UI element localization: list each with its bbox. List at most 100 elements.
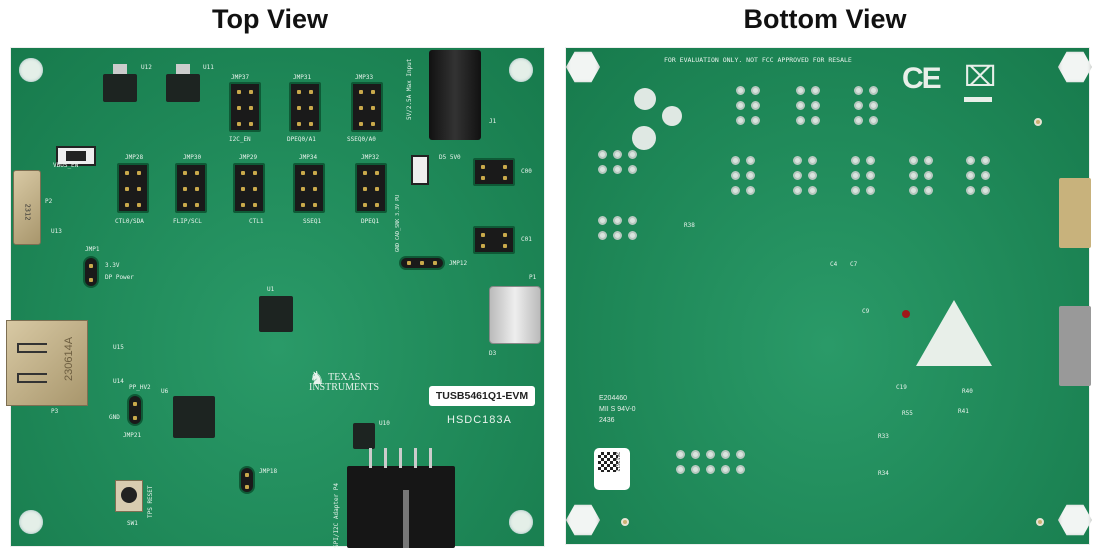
regulator-u11: [166, 74, 200, 102]
through-hole-pad: [736, 450, 745, 459]
through-hole-pad: [793, 186, 802, 195]
silk-label: R38: [684, 222, 695, 229]
through-hole-pad: [751, 86, 760, 95]
micro-usb-p2: [13, 170, 41, 245]
regulator-tab: [113, 64, 127, 74]
jumper-jmp1[interactable]: [83, 256, 99, 288]
jumper-jmp18[interactable]: [239, 466, 255, 494]
through-hole-pad: [866, 171, 875, 180]
reset-button-sw1[interactable]: [115, 480, 143, 512]
silk-label: DPEQ0/A1: [287, 136, 316, 143]
ul-marking: E204460 MII S 94V-0 2436: [599, 393, 636, 426]
diode: [56, 146, 96, 166]
ul-line: E204460: [599, 395, 628, 402]
through-hole-pad: [751, 116, 760, 125]
through-hole-pad: [869, 86, 878, 95]
evaluation-notice: FOR EVALUATION ONLY. NOT FCC APPROVED FO…: [664, 56, 852, 64]
regulator-u12: [103, 74, 137, 102]
jumper-jmp36[interactable]: [473, 226, 515, 254]
silk-label: U6: [161, 388, 169, 395]
jumper-jmp33[interactable]: [351, 82, 383, 132]
silk-label: DPEQ1: [361, 218, 380, 225]
jumper-jmp28[interactable]: [117, 163, 149, 213]
through-hole-pad: [808, 156, 817, 165]
esd-warning-icon: [916, 300, 992, 366]
silk-label: U12: [141, 64, 152, 71]
silk-label: D5 5V0: [439, 154, 461, 161]
silk-label: JMP28: [125, 154, 144, 161]
silk-label: SSEQ1: [303, 218, 322, 225]
through-hole-pad: [736, 101, 745, 110]
jumper-jmp12[interactable]: [399, 256, 445, 270]
through-hole-pad: [613, 216, 622, 225]
through-hole-pad: [854, 86, 863, 95]
through-hole-pad: [866, 156, 875, 165]
silk-label: U14: [113, 378, 124, 385]
jumper-jmp35[interactable]: [473, 158, 515, 186]
silk-label: U1: [267, 286, 275, 293]
silk-label: VBUS_EN: [53, 162, 79, 169]
through-hole-pad: [628, 165, 637, 174]
jumper-jmp29[interactable]: [233, 163, 265, 213]
silk-label: JMP30: [183, 154, 202, 161]
silk-label: JMP31: [293, 74, 312, 81]
standoff: [1058, 51, 1092, 83]
connector-mark: 2312: [23, 203, 32, 221]
diode-d4: [411, 155, 429, 185]
silk-label: JMP34: [299, 154, 318, 161]
jumper-jmp32[interactable]: [355, 163, 387, 213]
silk-label: D3: [489, 350, 497, 357]
displayport-p3: 230614A: [6, 320, 88, 406]
mounting-pad: [1034, 118, 1042, 126]
through-hole-pad: [676, 450, 685, 459]
through-hole-pad: [793, 171, 802, 180]
connector-edge: [1059, 306, 1091, 386]
standoff: [1058, 504, 1092, 536]
red-dot: [902, 310, 910, 318]
silk-label: JMP29: [239, 154, 258, 161]
ti-logo: ♞TEXAS INSTRUMENTS: [309, 369, 409, 393]
through-hole-pad: [981, 186, 990, 195]
silk-label: JMP37: [231, 74, 250, 81]
through-hole-pad: [598, 231, 607, 240]
through-hole-pad: [613, 150, 622, 159]
through-hole-pad: [628, 231, 637, 240]
silk-label: GND CAD_SNK 3.3V PU: [395, 194, 401, 252]
silk-label: PP_HV2: [129, 384, 151, 391]
silk-label: C4: [830, 261, 838, 268]
through-hole-pad: [811, 86, 820, 95]
connector-edge: [1059, 178, 1091, 248]
through-hole-pad: [808, 171, 817, 180]
silk-label: P2: [45, 198, 53, 205]
barrel-jack-j1: [429, 50, 481, 140]
through-hole-pad: [924, 186, 933, 195]
ul-line: 2436: [599, 417, 615, 424]
through-hole-pad: [793, 156, 802, 165]
through-hole-pad: [731, 186, 740, 195]
through-hole-pad: [628, 216, 637, 225]
jumper-jmp30[interactable]: [175, 163, 207, 213]
ul-line: MII S 94V-0: [599, 406, 636, 413]
through-hole-pad: [796, 101, 805, 110]
solder-joint: [662, 106, 682, 126]
through-hole-pad: [721, 465, 730, 474]
jumper-jmp34[interactable]: [293, 163, 325, 213]
through-hole-pad: [736, 86, 745, 95]
header-pins: [369, 448, 439, 468]
through-hole-pad: [851, 186, 860, 195]
through-hole-pad: [866, 186, 875, 195]
standoff: [509, 58, 533, 82]
jumper-jmp31[interactable]: [289, 82, 321, 132]
silk-label: TPS RESET: [147, 485, 154, 518]
through-hole-pad: [811, 101, 820, 110]
jumper-jmp37[interactable]: [229, 82, 261, 132]
through-hole-pad: [909, 156, 918, 165]
through-hole-pad: [628, 150, 637, 159]
solder-joint: [634, 88, 656, 110]
through-hole-pad: [851, 171, 860, 180]
through-hole-pad: [751, 101, 760, 110]
jumper-jmp21[interactable]: [127, 394, 143, 426]
silk-label: I2C_EN: [229, 136, 251, 143]
silk-label: R34: [878, 470, 889, 477]
top-board-photo: U12 U11 JMP37 I2C_EN JMP31 DPEQ0/A1 JMP3…: [6, 47, 545, 548]
